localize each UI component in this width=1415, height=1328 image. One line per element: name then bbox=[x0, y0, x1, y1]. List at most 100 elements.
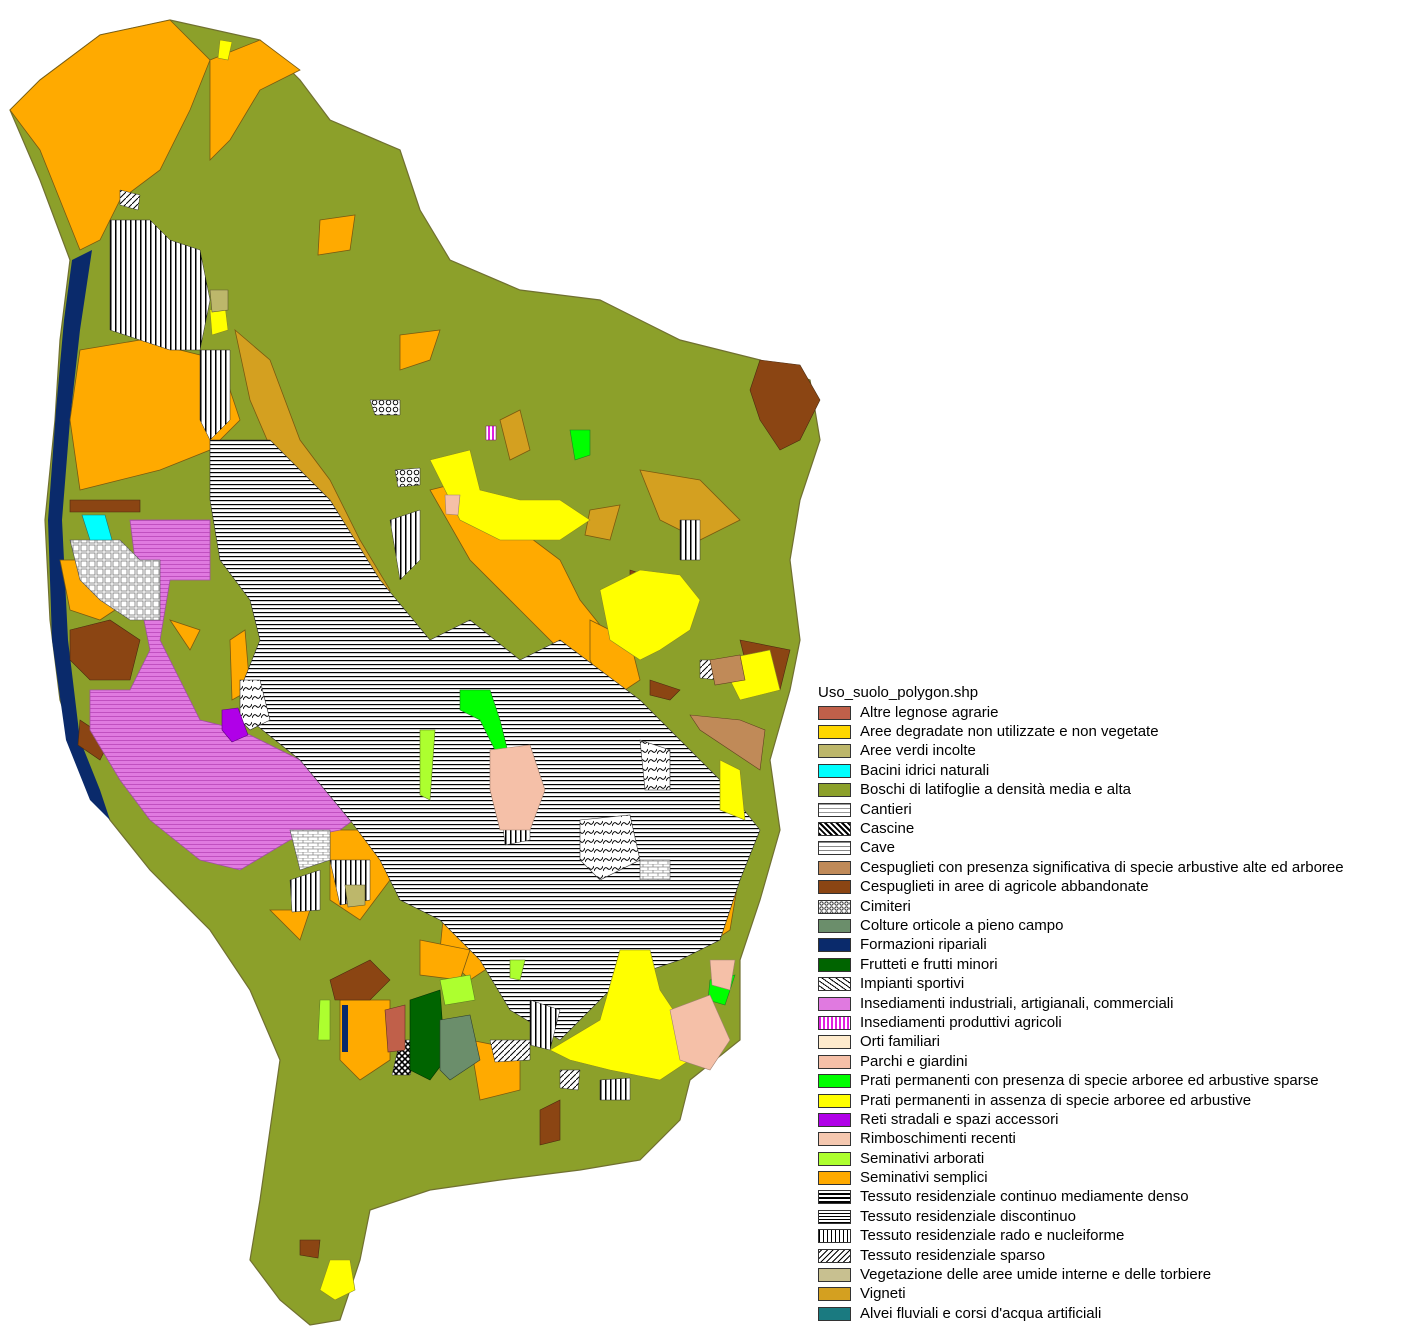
cespuglieti-arbustive-patches bbox=[689, 654, 766, 771]
legend-swatch bbox=[818, 1035, 851, 1050]
legend-label: Insediamenti industriali, artigianali, c… bbox=[860, 994, 1174, 1012]
legend-swatch bbox=[818, 1151, 851, 1166]
riparian-strip bbox=[48, 250, 110, 820]
legend-swatch bbox=[818, 1112, 851, 1127]
legend-item: Tessuto residenziale continuo mediamente… bbox=[818, 1188, 1415, 1207]
legend-swatch bbox=[818, 725, 851, 740]
prati-arboree-patches bbox=[459, 429, 736, 1006]
legend-swatch bbox=[818, 1015, 851, 1030]
legend-label: Cespuglieti in aree di agricole abbandon… bbox=[860, 878, 1149, 896]
legend-item: Seminativi semplici bbox=[818, 1168, 1415, 1187]
legend-item: Formazioni ripariali bbox=[818, 936, 1415, 955]
legend-swatch bbox=[818, 744, 851, 759]
colture-orticole-area bbox=[439, 1014, 481, 1081]
legend-label: Bacini idrici naturali bbox=[860, 761, 990, 779]
bacini-idrici bbox=[81, 514, 113, 541]
legend-item: Cascine bbox=[818, 819, 1415, 838]
legend-swatch bbox=[818, 1171, 851, 1186]
legend-swatch bbox=[818, 1093, 851, 1108]
sport-area-3 bbox=[639, 739, 671, 791]
legend-label: Tessuto residenziale discontinuo bbox=[860, 1207, 1076, 1225]
legend-label: Cantieri bbox=[860, 800, 912, 818]
legend-label: Boschi di latifoglie a densità media e a… bbox=[860, 781, 1131, 799]
legend-swatch bbox=[818, 1268, 851, 1283]
legend-label: Seminativi arborati bbox=[860, 1149, 985, 1167]
cave-area bbox=[69, 539, 161, 621]
legend-item: Reti stradali e spazi accessori bbox=[818, 1110, 1415, 1129]
parchi-patches bbox=[444, 494, 736, 1071]
seminativi-arborati-patches bbox=[317, 729, 526, 1041]
reti-stradali bbox=[221, 707, 249, 743]
legend-swatch bbox=[818, 802, 851, 817]
legend-item: Impianti sportivi bbox=[818, 974, 1415, 993]
legend-swatch bbox=[818, 1074, 851, 1089]
legend-swatch bbox=[818, 1306, 851, 1321]
legend-label: Parchi e giardini bbox=[860, 1052, 968, 1070]
legend-label: Aree verdi incolte bbox=[860, 742, 976, 760]
legend-item: Parchi e giardini bbox=[818, 1052, 1415, 1071]
legend-swatch bbox=[818, 1229, 851, 1244]
legend-item: Bacini idrici naturali bbox=[818, 761, 1415, 780]
legend-label: Tessuto residenziale continuo mediamente… bbox=[860, 1188, 1189, 1206]
legend-label: Tessuto residenziale rado e nucleiforme bbox=[860, 1227, 1125, 1245]
legend-label: Cimiteri bbox=[860, 897, 911, 915]
legend-item: Vegetazione delle aree umide interne e d… bbox=[818, 1265, 1415, 1284]
legend-swatch bbox=[818, 860, 851, 875]
legend-title: Uso_suolo_polygon.shp bbox=[818, 684, 979, 701]
legend-swatch bbox=[818, 957, 851, 972]
legend-swatch bbox=[818, 1054, 851, 1069]
legend-swatch bbox=[818, 822, 851, 837]
legend-item: Cantieri bbox=[818, 800, 1415, 819]
legend-swatch bbox=[818, 1132, 851, 1147]
legend-label: Rimboschimenti recenti bbox=[860, 1130, 1016, 1148]
legend-item: Prati permanenti con presenza di specie … bbox=[818, 1071, 1415, 1090]
legend-swatch bbox=[818, 880, 851, 895]
legend-label: Reti stradali e spazi accessori bbox=[860, 1110, 1059, 1128]
legend-label: Seminativi semplici bbox=[860, 1169, 988, 1187]
frutteti-area bbox=[409, 989, 446, 1081]
legend-item: Cave bbox=[818, 839, 1415, 858]
legend-item: Insediamenti produttivi agricoli bbox=[818, 1013, 1415, 1032]
prati-permanenti-patches bbox=[209, 39, 781, 1301]
legend-item: Insediamenti industriali, artigianali, c… bbox=[818, 994, 1415, 1013]
legend-item: Colture orticole a pieno campo bbox=[818, 916, 1415, 935]
legend-swatch bbox=[818, 705, 851, 720]
legend-item: Altre legnose agrarie bbox=[818, 703, 1415, 722]
legend-label: Cascine bbox=[860, 820, 915, 838]
legend-label: Formazioni ripariali bbox=[860, 936, 987, 954]
legend-label: Colture orticole a pieno campo bbox=[860, 916, 1064, 934]
legend-swatch bbox=[818, 938, 851, 953]
legend-swatch bbox=[818, 977, 851, 992]
legend-swatch bbox=[818, 899, 851, 914]
legend-item: Alvei fluviali e corsi d'acqua artificia… bbox=[818, 1304, 1415, 1323]
legend-item: Aree degradate non utilizzate e non vege… bbox=[818, 722, 1415, 741]
legend-swatch bbox=[818, 1287, 851, 1302]
insediamenti-agricoli bbox=[485, 425, 497, 441]
legend-label: Frutteti e frutti minori bbox=[860, 955, 998, 973]
legend-item: Tessuto residenziale rado e nucleiforme bbox=[818, 1227, 1415, 1246]
legend-item: Aree verdi incolte bbox=[818, 742, 1415, 761]
legend-item: Cimiteri bbox=[818, 897, 1415, 916]
legend-swatch bbox=[818, 1209, 851, 1224]
legend-label: Vigneti bbox=[860, 1285, 906, 1303]
legend-item: Rimboschimenti recenti bbox=[818, 1130, 1415, 1149]
legend-swatch bbox=[818, 783, 851, 798]
legend-swatch bbox=[818, 996, 851, 1011]
alvei-fluviali bbox=[342, 1005, 348, 1052]
legend-label: Orti familiari bbox=[860, 1033, 941, 1051]
cantieri-area bbox=[289, 829, 331, 871]
legend-label: Insediamenti produttivi agricoli bbox=[860, 1013, 1062, 1031]
cantieri-area-2 bbox=[639, 859, 671, 881]
legend-label: Tessuto residenziale sparso bbox=[860, 1246, 1046, 1264]
legend-item: Cespuglieti con presenza significativa d… bbox=[818, 858, 1415, 877]
legend-item: Boschi di latifoglie a densità media e a… bbox=[818, 781, 1415, 800]
legend-label: Vegetazione delle aree umide interne e d… bbox=[860, 1266, 1212, 1284]
legend-item: Tessuto residenziale discontinuo bbox=[818, 1207, 1415, 1226]
legend-swatch bbox=[818, 763, 851, 778]
legend-swatch bbox=[818, 918, 851, 933]
aree-verdi-incolte-2 bbox=[344, 884, 366, 908]
legend-item: Vigneti bbox=[818, 1285, 1415, 1304]
legend-label: Prati permanenti in assenza di specie ar… bbox=[860, 1091, 1252, 1109]
legend-swatch bbox=[818, 841, 851, 856]
